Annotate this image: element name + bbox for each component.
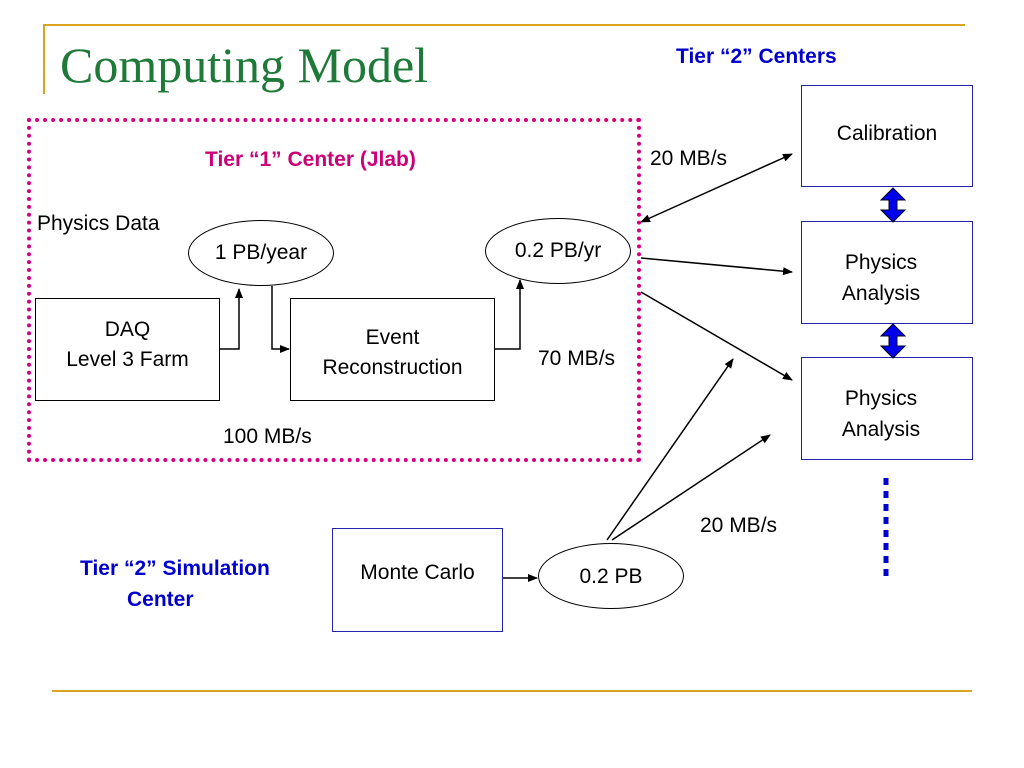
tier1-region (27, 118, 641, 462)
tier1-label: Tier “1” Center (Jlab) (205, 148, 416, 171)
slide-title: Computing Model (60, 37, 429, 93)
physics-analysis-node-2: Physics Analysis (801, 357, 973, 460)
physics-analysis-2-line2: Analysis (841, 418, 921, 441)
pb-yr-label: 0.2 PB/yr (514, 239, 602, 262)
physics-data-label: Physics Data (37, 212, 160, 235)
one-pb-year-ellipse: 1 PB/year (188, 220, 334, 286)
tier2-centers-label: Tier “2” Centers (676, 45, 837, 68)
pb-02-ellipse: 0.2 PB (538, 543, 684, 609)
monte-carlo-label: Monte Carlo (360, 561, 475, 584)
pb-02-label: 0.2 PB (579, 565, 643, 588)
double-arrow-analysis-analysis (879, 323, 907, 359)
frame-left-rule (43, 24, 45, 94)
arrow-reconstruction-to-output (495, 279, 524, 350)
event-label-line2: Reconstruction (322, 356, 463, 379)
event-reconstruction-node: Event Reconstruction (290, 298, 495, 401)
arrow-output-to-analysis-1 (640, 257, 793, 276)
daq-label-line1: DAQ (104, 318, 151, 341)
arrow-daq-to-storage (220, 288, 243, 350)
calibration-node: Calibration (801, 85, 973, 187)
monte-carlo-node: Monte Carlo (332, 528, 503, 632)
arrow-storage-to-reconstruction (271, 286, 290, 353)
rate-70-label: 70 MB/s (538, 347, 616, 370)
pb-yr-ellipse: 0.2 PB/yr (485, 218, 631, 284)
arrow-sim-to-tier1 (606, 358, 734, 541)
calibration-label: Calibration (836, 122, 938, 145)
one-pb-year-label: 1 PB/year (214, 241, 308, 264)
physics-analysis-2-line1: Physics (844, 387, 918, 410)
arrow-sim-to-analysis-2 (611, 434, 771, 541)
physics-analysis-1-line1: Physics (844, 251, 918, 274)
double-arrow-calibration-analysis (879, 187, 907, 223)
frame-bottom-rule (52, 690, 972, 692)
physics-analysis-1-line2: Analysis (841, 282, 921, 305)
rate-20-bottom-label: 20 MB/s (700, 514, 778, 537)
daq-node: DAQ Level 3 Farm (35, 298, 220, 401)
event-label-line1: Event (365, 326, 420, 349)
daq-label-line2: Level 3 Farm (66, 348, 189, 371)
frame-top-rule (43, 24, 965, 26)
arrow-tier1-to-analysis-2 (640, 291, 793, 381)
tier2-simulation-label-line2: Center (127, 588, 194, 611)
tier2-simulation-label-line1: Tier “2” Simulation (80, 557, 270, 580)
arrow-tier1-calibration (640, 153, 793, 223)
rate-100-label: 100 MB/s (223, 425, 312, 448)
physics-analysis-node-1: Physics Analysis (801, 221, 973, 324)
